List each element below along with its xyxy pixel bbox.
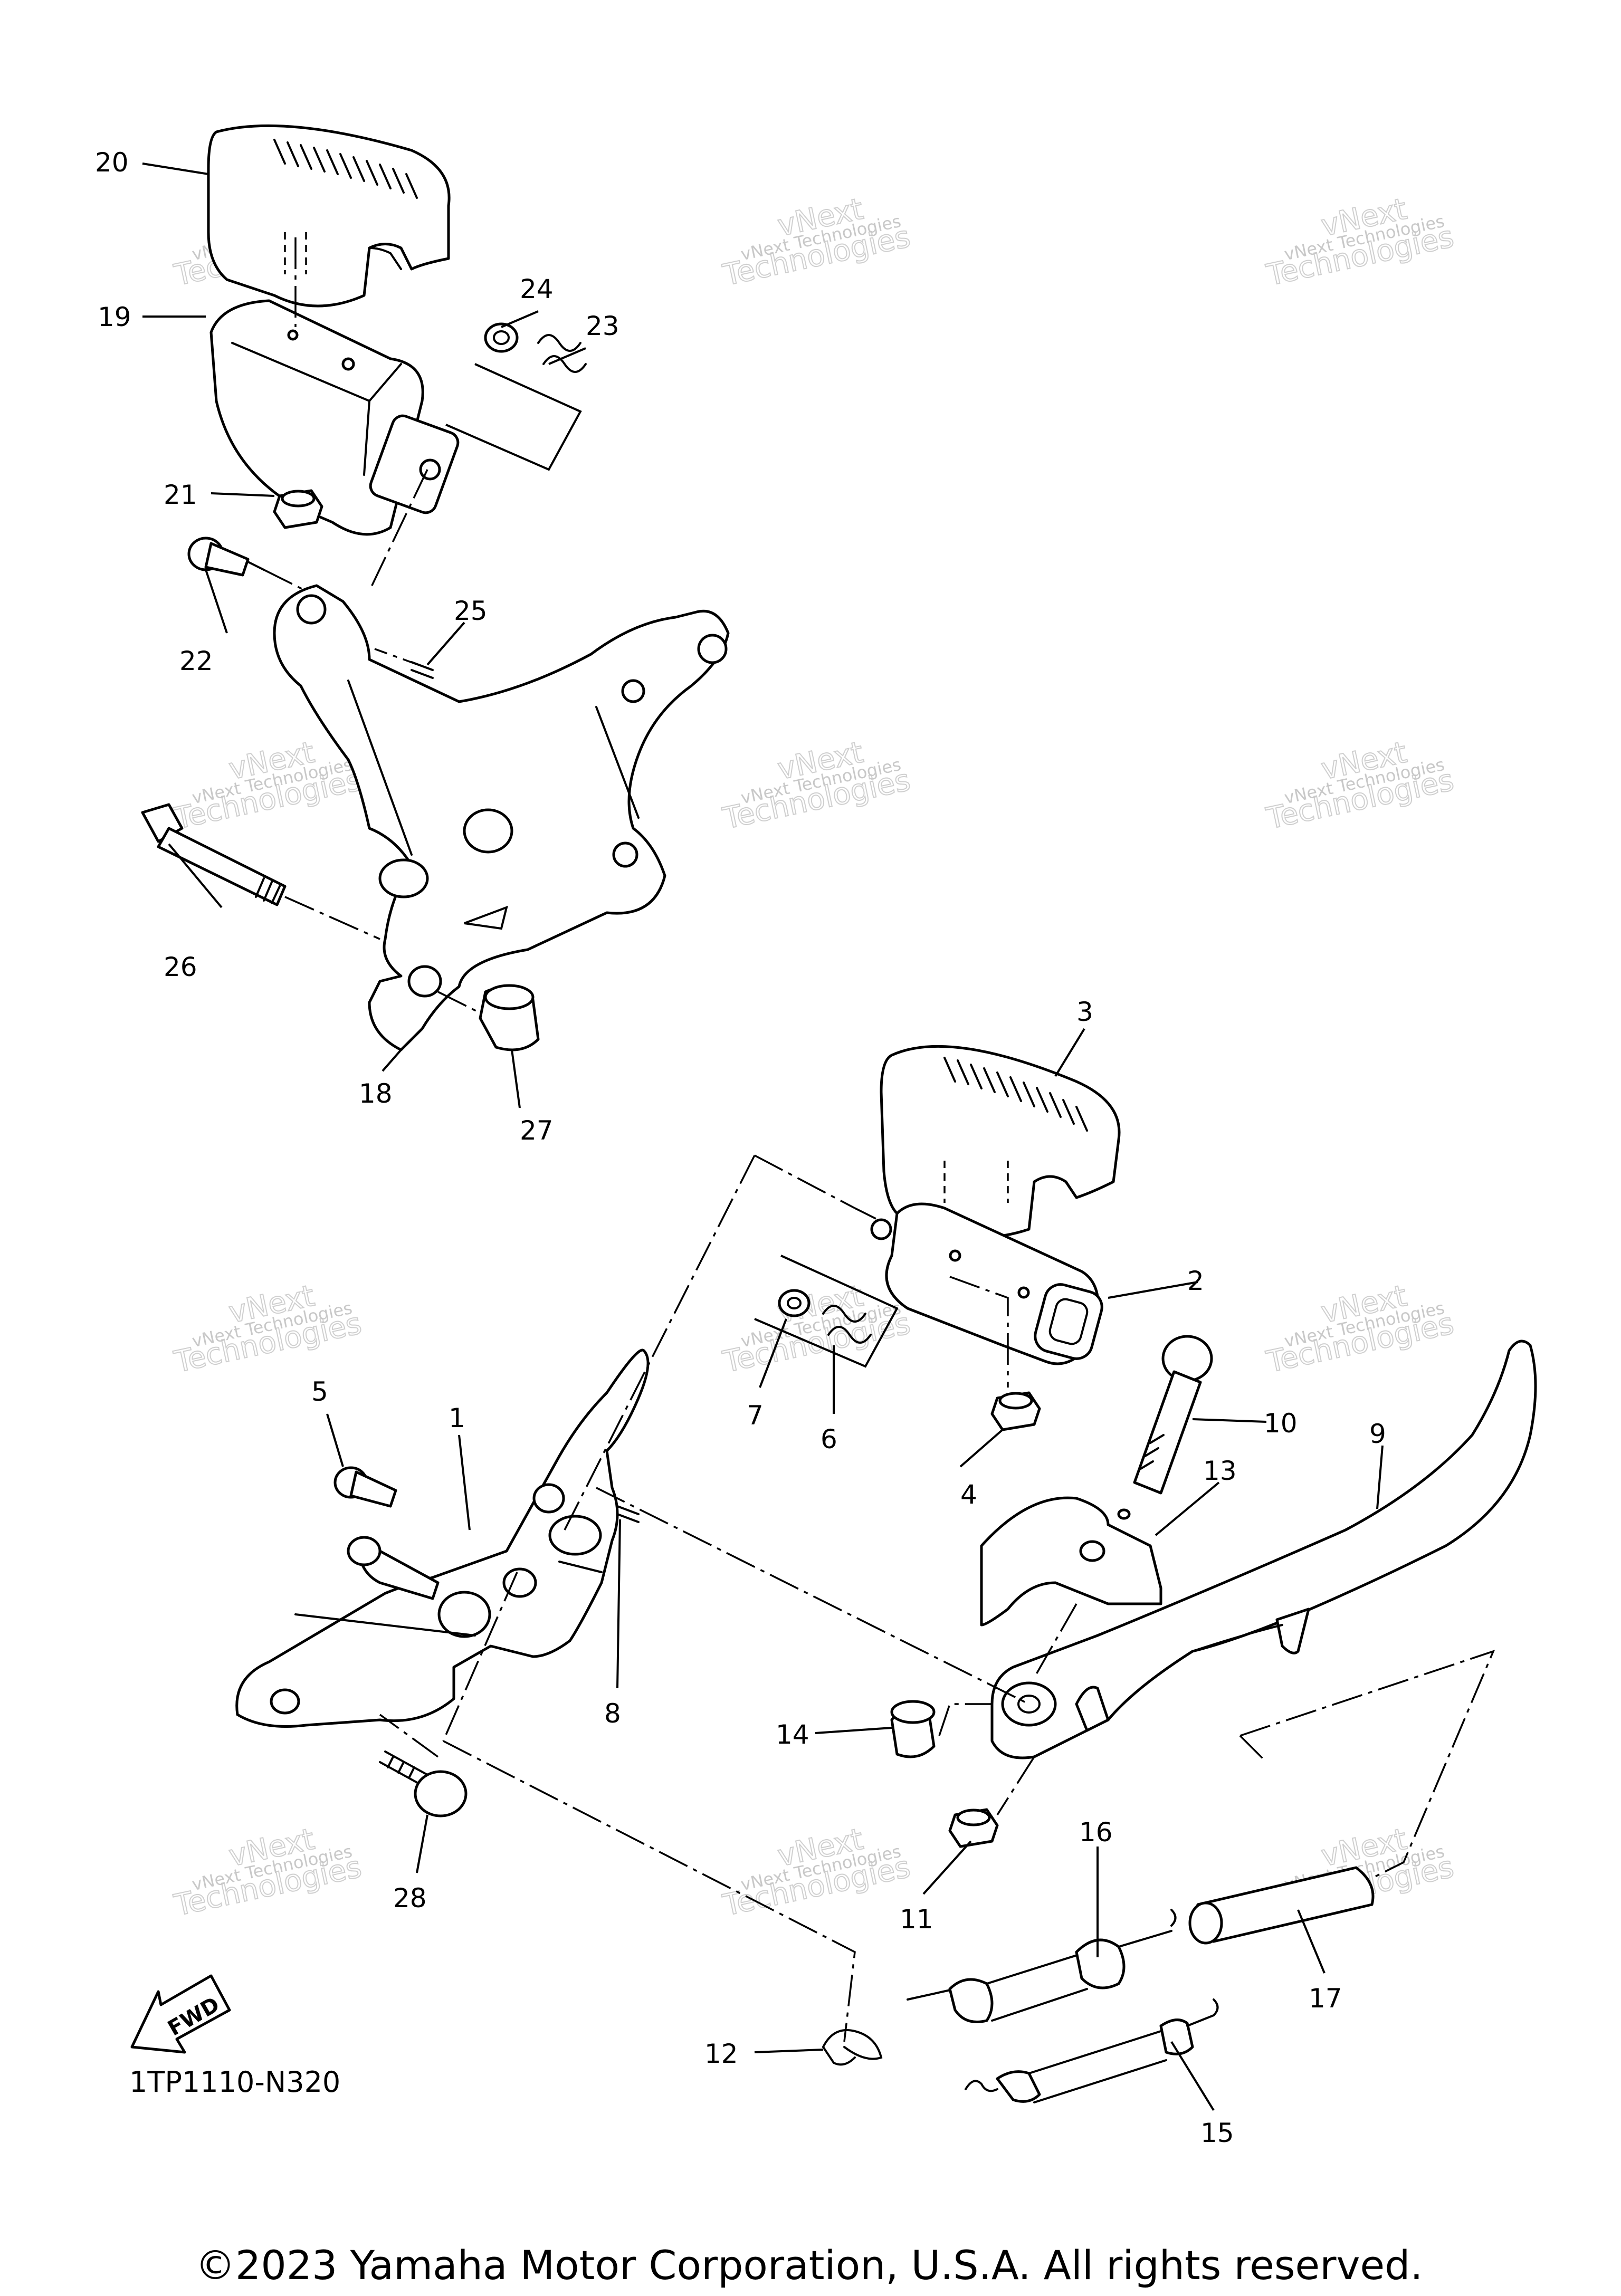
part-24-ball <box>484 322 519 353</box>
part-13-cover <box>980 1496 1162 1627</box>
watermark: Technologies vNext vNext Technologies <box>719 1278 913 1380</box>
watermark: Technologies vNext vNext Technologies <box>170 1822 365 1924</box>
part-5-pin <box>333 1466 397 1508</box>
part-22-pin <box>187 537 265 577</box>
watermark: Technologies vNext vNext Technologies <box>1263 735 1457 837</box>
callout-20: 20 <box>95 147 129 178</box>
part-18-footrest-bracket <box>273 584 730 1051</box>
callout-22: 22 <box>179 646 213 676</box>
callout-12: 12 <box>704 2039 738 2069</box>
part-23-spring <box>537 334 587 373</box>
alignment-lines-upper <box>263 237 481 1014</box>
callout-11: 11 <box>900 1904 933 1935</box>
fwd-arrow: FWD <box>130 1974 231 2054</box>
detent-box-lower <box>754 1255 899 1368</box>
callout-26: 26 <box>164 952 197 982</box>
callout-23: 23 <box>586 311 619 341</box>
callout-6: 6 <box>821 1424 837 1455</box>
part-4-nut <box>990 1391 1041 1431</box>
callout-4: 4 <box>960 1479 977 1510</box>
callout-27: 27 <box>520 1115 554 1146</box>
callout-17: 17 <box>1309 1983 1342 2014</box>
part-21-nut <box>273 489 323 529</box>
part-1-footrest-bracket <box>235 1348 650 1728</box>
part-28-bolt <box>379 1750 468 1817</box>
part-25-cotter-pin <box>411 661 434 679</box>
callout-16: 16 <box>1079 1817 1113 1848</box>
callout-14: 14 <box>776 1719 809 1750</box>
part-17-sleeve <box>1188 1866 1375 1945</box>
part-27-collar <box>479 984 540 1051</box>
callout-25: 25 <box>454 596 488 626</box>
watermark: Technologies vNext vNext Technologies <box>1263 1278 1457 1380</box>
watermark: Technologies vNext vNext Technologies <box>170 735 365 837</box>
part-20-footrest-rubber <box>207 124 451 308</box>
part-6-spring <box>822 1305 872 1344</box>
rubber-ribs <box>943 1057 1088 1132</box>
callout-1: 1 <box>449 1403 465 1433</box>
callout-8: 8 <box>604 1698 621 1729</box>
callout-24: 24 <box>520 274 554 304</box>
part-19-footrest-bracket <box>209 299 460 536</box>
watermark: Technologies vNext vNext Technologies <box>1263 192 1457 293</box>
part-8-cotter-pin <box>616 1505 640 1523</box>
part-3-footrest-rubber <box>880 1045 1121 1239</box>
part-12-clip <box>822 2029 883 2066</box>
callout-labels: 20 19 21 22 24 23 25 26 18 27 3 2 4 5 1 … <box>95 147 1386 2148</box>
detent-box-upper <box>445 363 582 471</box>
watermark: Technologies vNext vNext Technologies <box>719 735 913 837</box>
callout-5: 5 <box>311 1376 328 1407</box>
callout-28: 28 <box>393 1883 427 1914</box>
callout-13: 13 <box>1203 1456 1237 1486</box>
part-14-collar <box>890 1700 936 1758</box>
callout-leaders <box>142 162 1384 2111</box>
callout-3: 3 <box>1076 997 1093 1027</box>
part-11-nut <box>948 1808 999 1848</box>
watermark: Technologies vNext vNext Technologies <box>719 192 913 293</box>
diagram-code: 1TP1110-N320 <box>129 2065 340 2099</box>
part-7-ball <box>778 1289 810 1317</box>
callout-9: 9 <box>1369 1419 1386 1449</box>
copyright-notice: ©2023 Yamaha Motor Corporation, U.S.A. A… <box>195 2242 1423 2289</box>
rubber-ribs <box>273 139 418 199</box>
part-16-spring <box>907 1909 1177 2023</box>
callout-10: 10 <box>1264 1408 1298 1439</box>
part-15-spring <box>965 1998 1219 2103</box>
callout-2: 2 <box>1187 1266 1204 1296</box>
watermark: Technologies vNext vNext Technologies <box>170 1278 365 1380</box>
part-2-footrest-bracket <box>870 1202 1103 1365</box>
watermark: Technologies vNext vNext Technologies <box>719 1822 913 1924</box>
callout-15: 15 <box>1200 2118 1234 2148</box>
callout-18: 18 <box>359 1078 393 1109</box>
callout-19: 19 <box>98 302 131 332</box>
part-9-sidestand <box>990 1340 1537 1759</box>
callout-7: 7 <box>747 1400 764 1431</box>
alignment-lines-lower <box>379 1154 1495 2042</box>
part-26-bolt <box>141 803 287 906</box>
callout-21: 21 <box>164 480 197 510</box>
part-10-bolt <box>1133 1335 1213 1495</box>
